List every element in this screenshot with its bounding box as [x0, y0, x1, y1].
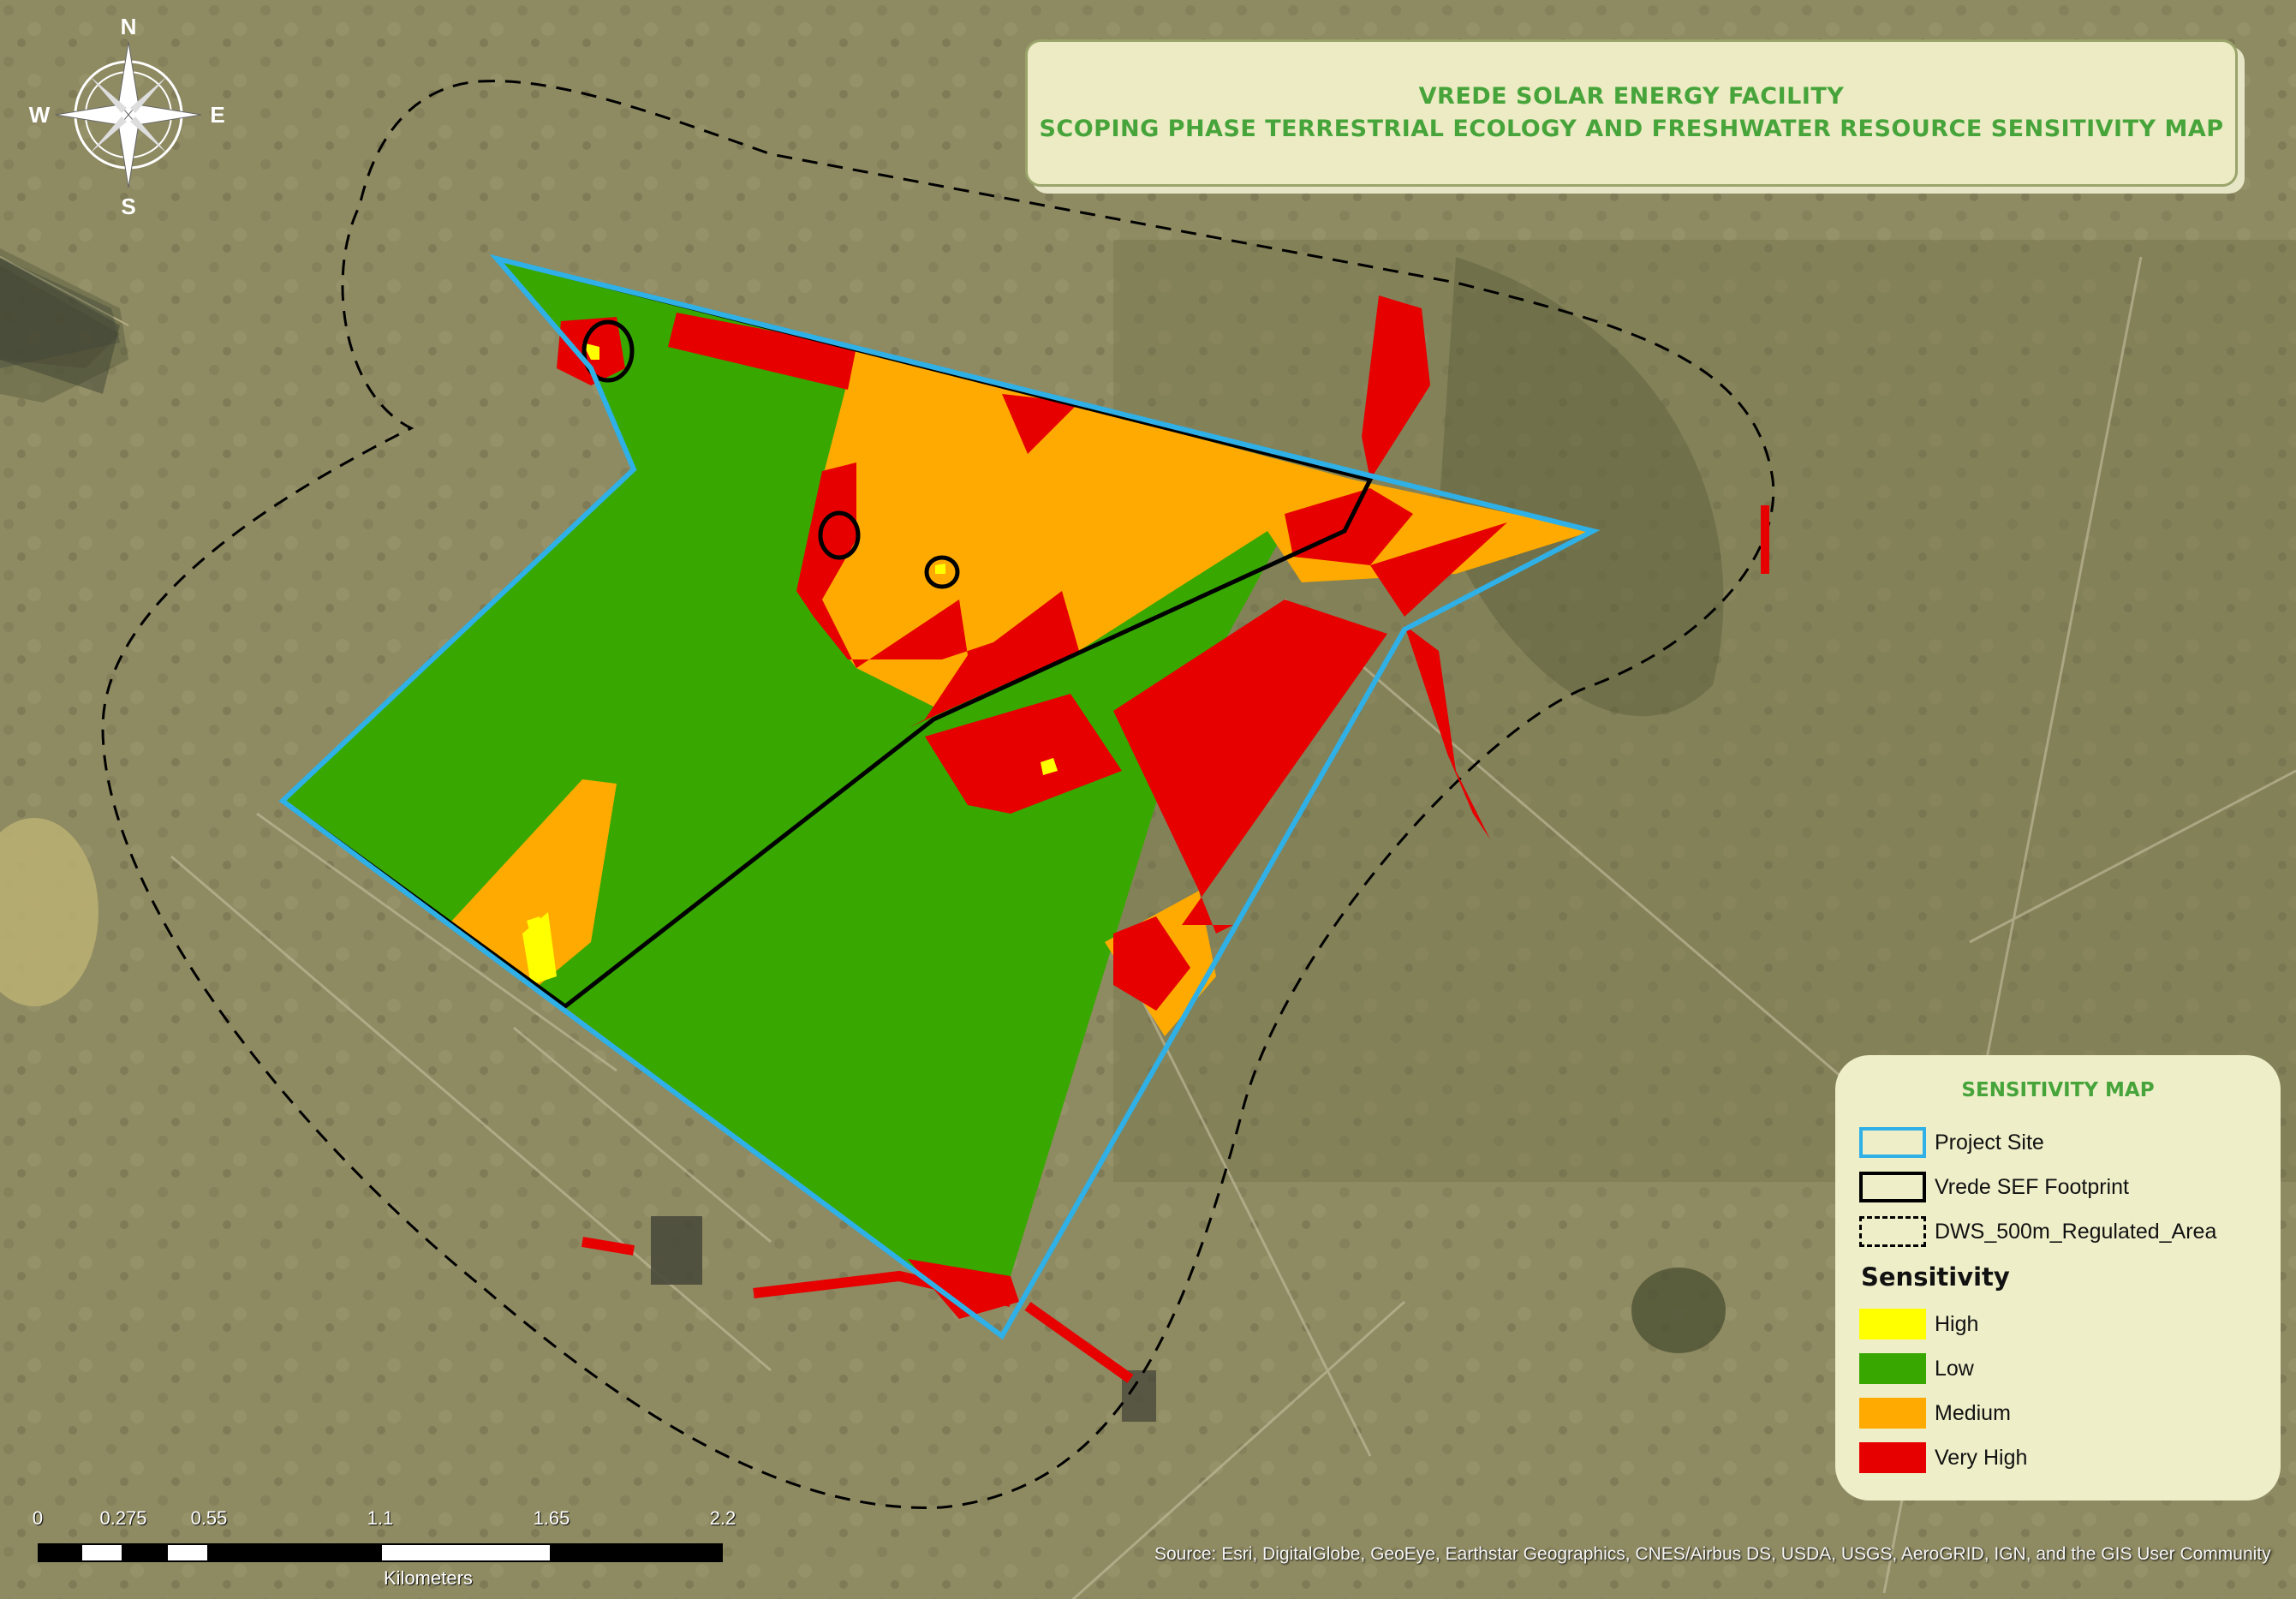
sef-footprint-ring: [818, 510, 861, 560]
low-swatch: [1859, 1353, 1926, 1384]
scale-tick: 0.55: [190, 1507, 228, 1529]
legend-item-very-high: Very High: [1859, 1441, 2027, 1475]
scale-tick: 0: [32, 1507, 44, 1529]
compass-n: N: [121, 14, 137, 39]
legend-title: SENSITIVITY MAP: [1961, 1079, 2155, 1101]
legend-item-regulated-area: DWS_500m_Regulated_Area: [1859, 1214, 2216, 1249]
project-site-boundary: [278, 254, 1601, 1340]
sensitivity-very-high[interactable]: [557, 295, 1769, 1383]
sensitivity-high[interactable]: [522, 343, 1058, 985]
map-title-line1: VREDE SOLAR ENERGY FACILITY: [1418, 83, 1845, 110]
legend-item-low: Low: [1859, 1351, 1974, 1386]
scale-tick: 2.2: [709, 1507, 737, 1529]
scale-segment: [380, 1543, 552, 1562]
compass-w: W: [29, 102, 51, 128]
map-title-line2: SCOPING PHASE TERRESTRIAL ECOLOGY AND FR…: [1039, 116, 2224, 142]
legend-label: Vrede SEF Footprint: [1935, 1174, 2129, 1199]
legend-item-medium: Medium: [1859, 1396, 2011, 1430]
legend-label: DWS_500m_Regulated_Area: [1935, 1219, 2217, 1244]
legend-sensitivity-heading: Sensitivity: [1861, 1262, 2010, 1292]
legend-item-high: High: [1859, 1307, 1978, 1341]
legend-label: High: [1935, 1311, 1979, 1336]
scale-segment: [552, 1543, 723, 1562]
legend-label: Low: [1935, 1356, 1974, 1381]
sef-footprint-ring: [924, 555, 960, 589]
scale-bar: 0 0.275 0.55 1.1 1.65 2.2 Kilometers: [26, 1507, 779, 1593]
footprint-swatch: [1859, 1172, 1926, 1202]
compass-s: S: [121, 194, 135, 218]
scale-segment: [166, 1543, 209, 1562]
project-site-swatch: [1859, 1127, 1926, 1158]
high-swatch: [1859, 1309, 1926, 1339]
medium-swatch: [1859, 1398, 1926, 1429]
map-legend: SENSITIVITY MAP Project Site Vrede SEF F…: [1835, 1055, 2281, 1501]
scale-units: Kilometers: [384, 1567, 473, 1589]
scale-segment: [209, 1543, 380, 1562]
north-arrow: N S W E: [26, 12, 231, 219]
legend-item-project-site: Project Site: [1859, 1125, 2044, 1160]
compass-rose-icon: N S W E: [29, 14, 225, 219]
map-title-box: VREDE SOLAR ENERGY FACILITY SCOPING PHAS…: [1025, 39, 2238, 187]
scale-tick: 1.1: [367, 1507, 394, 1529]
scale-segment: [81, 1543, 123, 1562]
compass-e: E: [210, 102, 224, 128]
sef-footprint-ring: [581, 319, 635, 383]
scale-tick: 0.275: [99, 1507, 147, 1529]
scale-segment: [38, 1543, 81, 1562]
legend-label: Very High: [1935, 1445, 2028, 1470]
scale-segment: [123, 1543, 166, 1562]
very-high-swatch: [1859, 1442, 1926, 1473]
scale-tick: 1.65: [533, 1507, 570, 1529]
imagery-credits: Source: Esri, DigitalGlobe, GeoEye, Eart…: [1154, 1544, 2271, 1564]
regulated-area-boundary: [101, 80, 1775, 1509]
legend-item-footprint: Vrede SEF Footprint: [1859, 1170, 2129, 1204]
regulated-area-swatch: [1859, 1216, 1926, 1247]
legend-label: Project Site: [1935, 1130, 2044, 1155]
legend-label: Medium: [1935, 1400, 2011, 1425]
